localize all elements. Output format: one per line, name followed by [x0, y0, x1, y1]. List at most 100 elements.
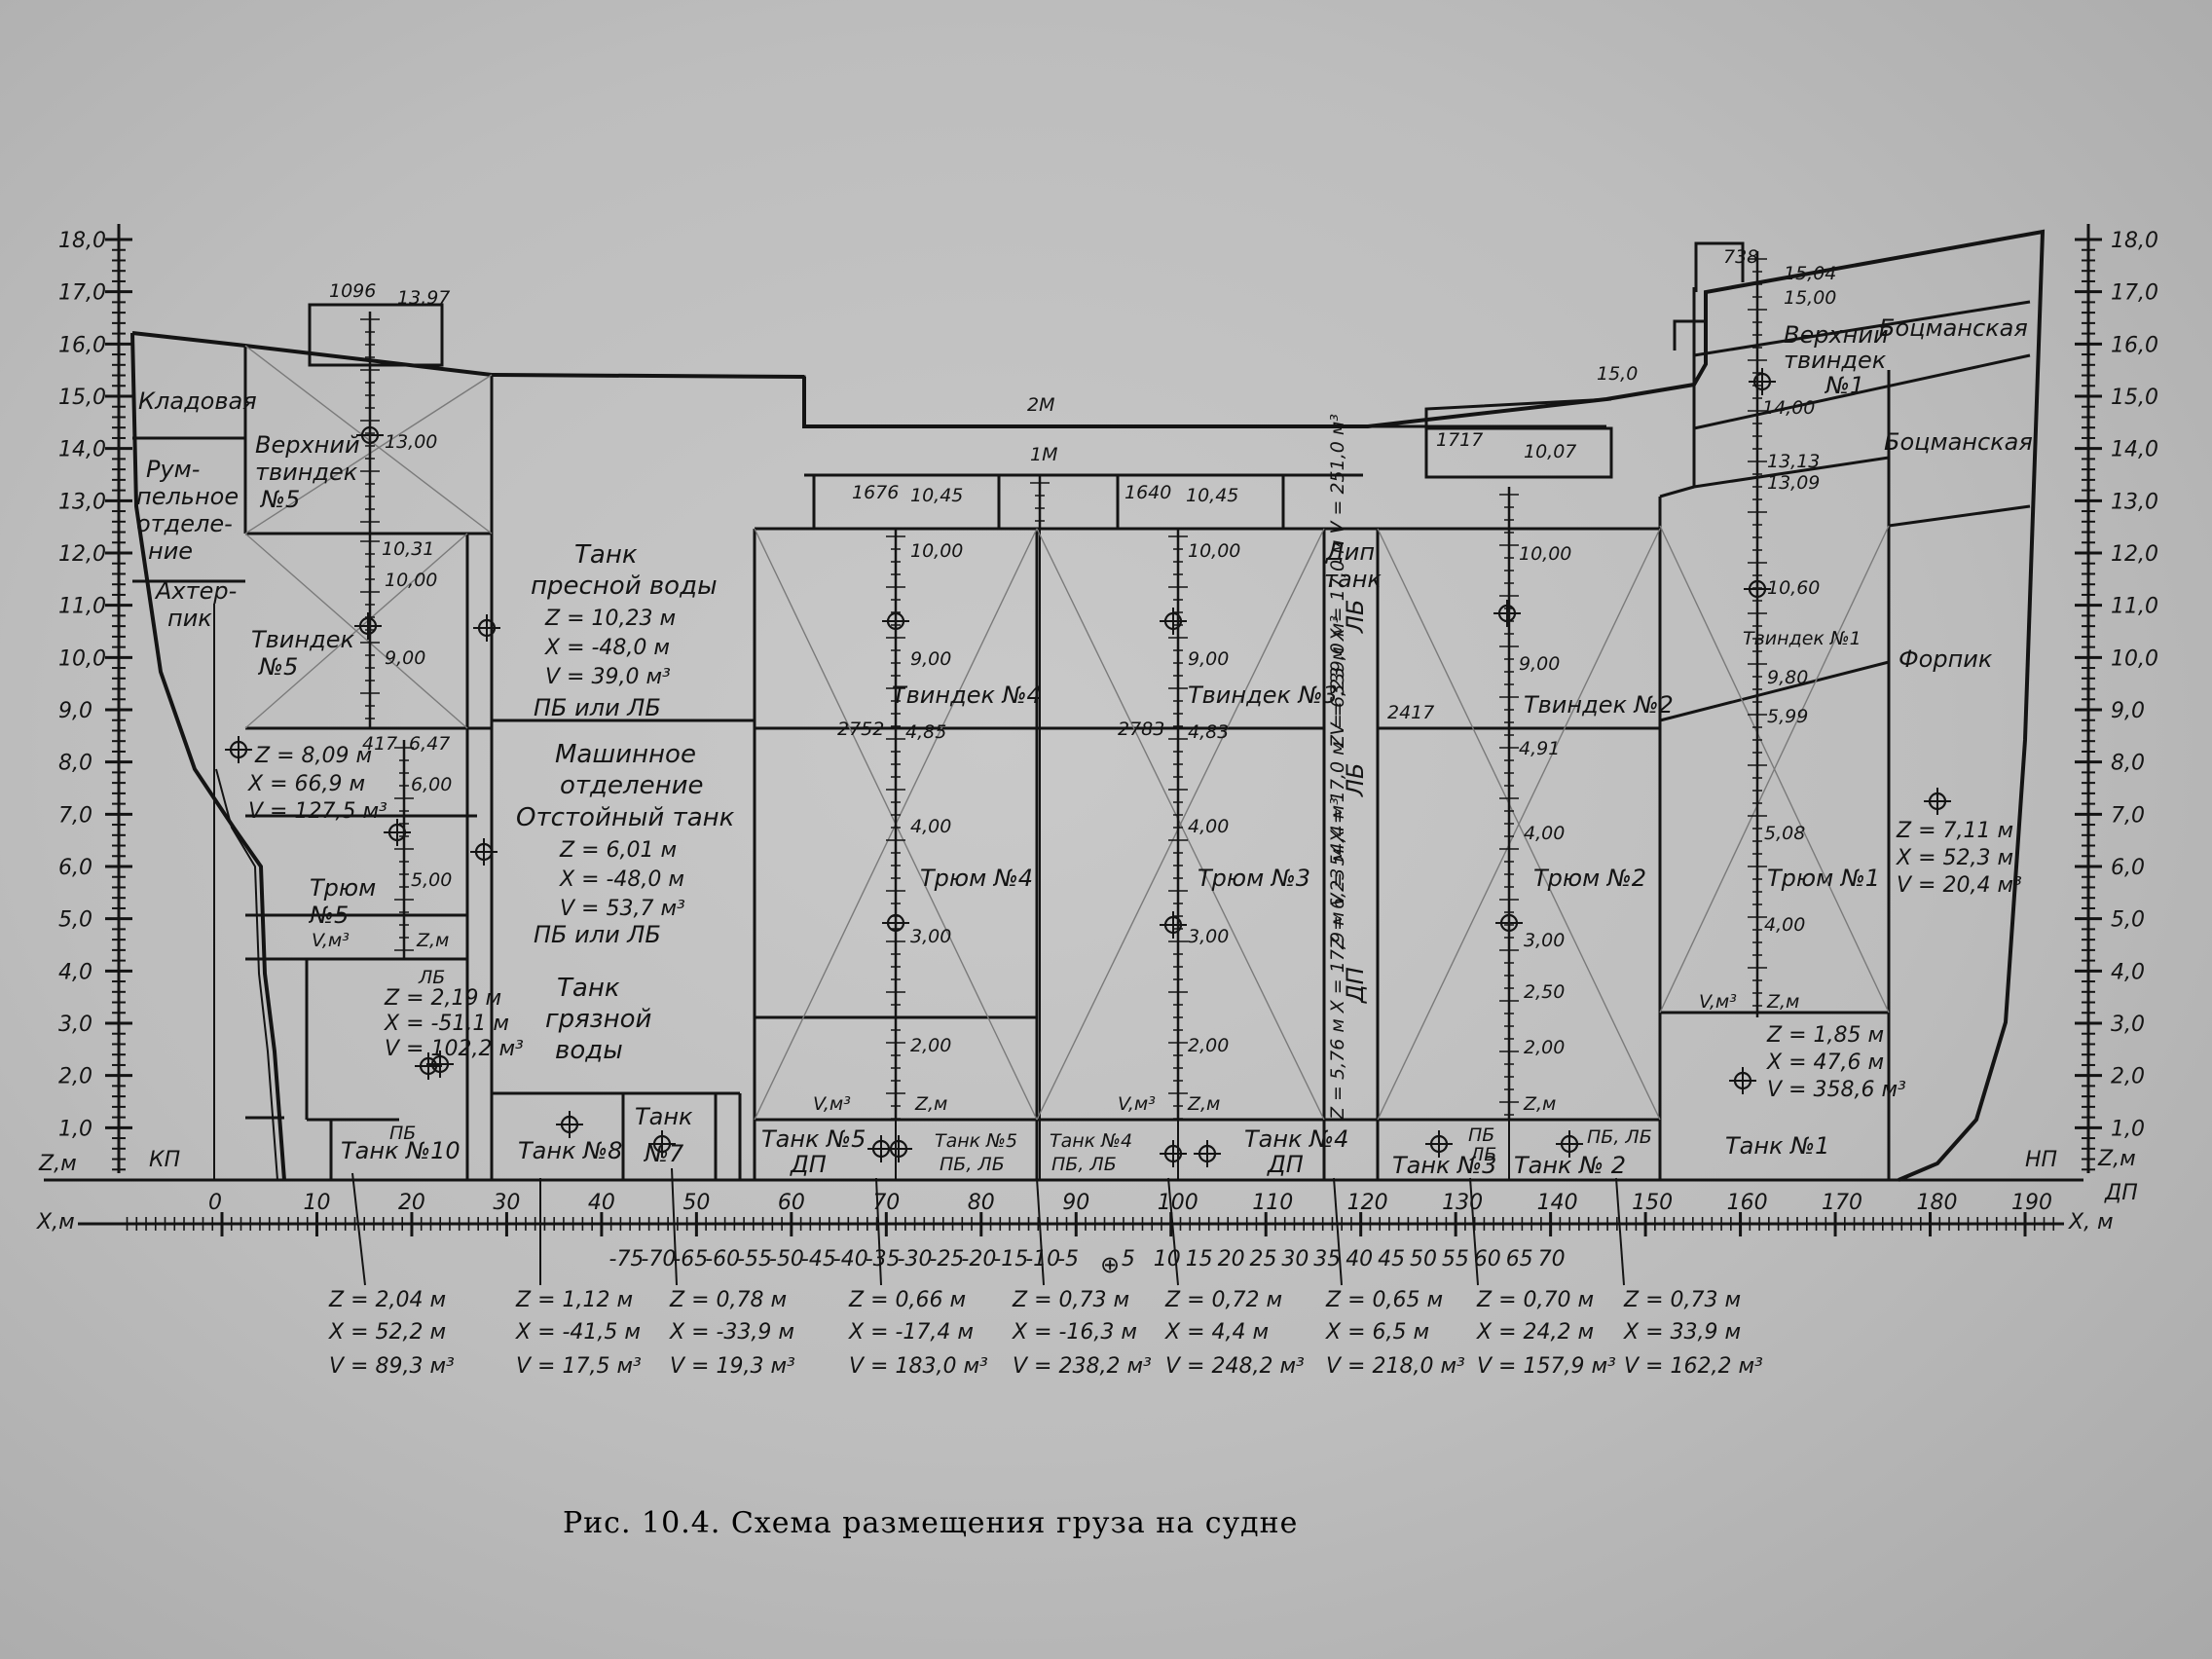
mark-600a: 6,00	[411, 774, 452, 795]
mark-zm-t3: Z,м	[1187, 1093, 1220, 1115]
mark-900d: 9,00	[1519, 653, 1560, 675]
bottom-formula-x: X = -16,3 м	[1012, 1320, 1137, 1345]
z-right-tick-label: 3,0	[2111, 1013, 2145, 1037]
z-right-tick-label: 1,0	[2111, 1117, 2145, 1141]
akhterpik-v: V = 127,5 м³	[248, 799, 387, 824]
z-ticks-right: 1,02,03,04,05,06,07,08,09,010,011,012,01…	[2075, 229, 2158, 1171]
label-trum1: Трюм №1	[1767, 865, 1880, 892]
mark-vm3-trum5: V,м³	[312, 930, 350, 951]
cg-marker	[556, 1111, 583, 1138]
mark-1309: 13,09	[1767, 472, 1820, 494]
z-left-tick-label: 15,0	[58, 386, 106, 410]
bottom-formula-v: V = 248,2 м³	[1165, 1354, 1305, 1379]
mark-2417: 2417	[1387, 702, 1434, 723]
cg-marker	[1493, 600, 1521, 627]
label-tank4-pb: Танк №4 ПБ, ЛБ	[1050, 1130, 1138, 1175]
bottom-formula-z: Z = 0,78 м	[669, 1288, 787, 1312]
dip-mid-note: Z = 6,23 м X = 17,0 м V = 339,0 м³	[1327, 615, 1348, 950]
mark-400c: 4,00	[1524, 823, 1565, 844]
akhterpik-z: Z = 8,09 м	[254, 744, 372, 768]
z-left-tick-label: 9,0	[58, 699, 92, 723]
mark-491: 4,91	[1519, 738, 1560, 759]
z-left-tick-label: 13,0	[58, 490, 106, 514]
z-left-tick-label: 16,0	[58, 333, 106, 357]
mark-2783: 2783	[1118, 719, 1164, 740]
mark-400a: 4,00	[910, 816, 951, 837]
bottom-formula-x: X = 52,2 м	[328, 1320, 446, 1345]
frame-tick-label: 30	[493, 1191, 520, 1215]
cg-marker	[470, 838, 498, 866]
tank1-z: Z = 1,85 м	[1766, 1023, 1884, 1048]
frame-tick-label: 0	[208, 1191, 222, 1215]
mark-150: 15,0	[1597, 363, 1638, 385]
label-tank3: Танк №3	[1392, 1152, 1496, 1179]
x-tick-label: -70	[641, 1247, 676, 1272]
x-tick-label: 35	[1313, 1247, 1341, 1272]
mark-300b: 3,00	[1188, 926, 1229, 947]
midship-symbol: ⊕	[1100, 1251, 1120, 1278]
label-tank7: Танк №7	[635, 1103, 700, 1167]
x-tick-label: 60	[1474, 1247, 1501, 1272]
tank1-x: X = 47,6 м	[1766, 1051, 1884, 1075]
x-tick-label: -20	[961, 1247, 996, 1272]
bottom-formula-x: X = 24,2 м	[1476, 1320, 1594, 1345]
label-verkh-tvindek5: Верхний твиндек №5	[255, 431, 367, 513]
x-tick-label: -15	[993, 1247, 1028, 1272]
cg-marker	[356, 422, 384, 449]
x-tick-label: -30	[898, 1247, 933, 1272]
figure-caption: Рис. 10.4. Схема размещения груза на суд…	[563, 1506, 1439, 1549]
rumpelnoe-line-1: Рум-	[146, 456, 200, 483]
frame-tick-label: 50	[682, 1191, 710, 1215]
label-trum2: Трюм №2	[1533, 865, 1646, 892]
label-pb-tank2: ПБ, ЛБ	[1587, 1126, 1652, 1148]
x-axis-ticks: -75-70-65-60-55-50-45-40-35-30-25-20-15-…	[609, 1247, 1566, 1272]
x-tick-label: -50	[769, 1247, 804, 1272]
tank-fresh-v: V = 39,0 м³	[545, 665, 671, 689]
mark-500a: 5,00	[411, 869, 452, 891]
mark-2752: 2752	[837, 719, 884, 740]
frame-tick-label: 40	[588, 1191, 615, 1215]
cg-marker	[1495, 909, 1523, 937]
x-tick-label: 40	[1346, 1247, 1373, 1272]
cg-marker	[1160, 1140, 1187, 1167]
z-right-tick-label: 16,0	[2111, 333, 2158, 357]
z-right-tick-label: 8,0	[2111, 752, 2145, 776]
x-tick-label: 50	[1410, 1247, 1437, 1272]
frame-tick-label: 20	[398, 1191, 425, 1215]
x-tick-label: -25	[930, 1247, 965, 1272]
pb-lb-label-1: ПБ или ЛБ	[534, 694, 661, 721]
cg-marker	[1556, 1130, 1583, 1158]
z-left-tick-label: 7,0	[58, 803, 92, 828]
dip-low-note: Z = 5,76 м X = 17,9 м V = 54,4 м³	[1327, 797, 1348, 1121]
label-mashinnoe: Машинное отделение	[555, 740, 704, 800]
cg-marker	[882, 909, 909, 937]
mark-1400a: 14,00	[1762, 397, 1815, 419]
label-tvindek2: Твиндек №2	[1524, 691, 1674, 719]
mark-647: 6,47	[409, 733, 450, 755]
bottom-formula-z: Z = 2,04 м	[328, 1288, 446, 1312]
cg-marker	[885, 1135, 912, 1162]
x-tick-label: 55	[1442, 1247, 1469, 1272]
label-tank1: Танк №1	[1725, 1132, 1829, 1160]
kp-station-label: КП	[149, 1148, 180, 1172]
label-botsmanskaya-2: Боцманская	[1884, 428, 2033, 456]
bottom-formula-x: X = 6,5 м	[1325, 1320, 1429, 1345]
scale-marks: 1096 13,97 738 15,04 15,00 2М 1М 1676 10…	[312, 246, 1836, 1115]
label-lb-trum5: ЛБ	[418, 967, 445, 988]
z-right-tick-label: 14,0	[2111, 438, 2158, 462]
label-tank5-dp: Танк №5 ДП	[761, 1125, 873, 1178]
z-left-tick-label: 2,0	[58, 1065, 92, 1089]
z-right-tick-label: 12,0	[2111, 542, 2158, 567]
cg-marker	[473, 614, 500, 642]
dip-lb: ЛБ	[1342, 762, 1369, 797]
z-axis-right-label: Z,м	[2097, 1147, 2136, 1171]
engine-casing	[491, 373, 806, 722]
mark-1000d: 10,00	[1519, 543, 1571, 565]
cg-marker	[225, 736, 252, 763]
cg-marker	[1160, 911, 1187, 939]
frame-tick-label: 180	[1917, 1191, 1958, 1215]
x-tick-label: 25	[1250, 1247, 1277, 1272]
bottom-formula-v: V = 238,2 м³	[1013, 1354, 1152, 1379]
label-verkh-tvindek1: Верхний твиндек №1	[1784, 321, 1896, 399]
x-tick-label: 15	[1186, 1247, 1213, 1272]
